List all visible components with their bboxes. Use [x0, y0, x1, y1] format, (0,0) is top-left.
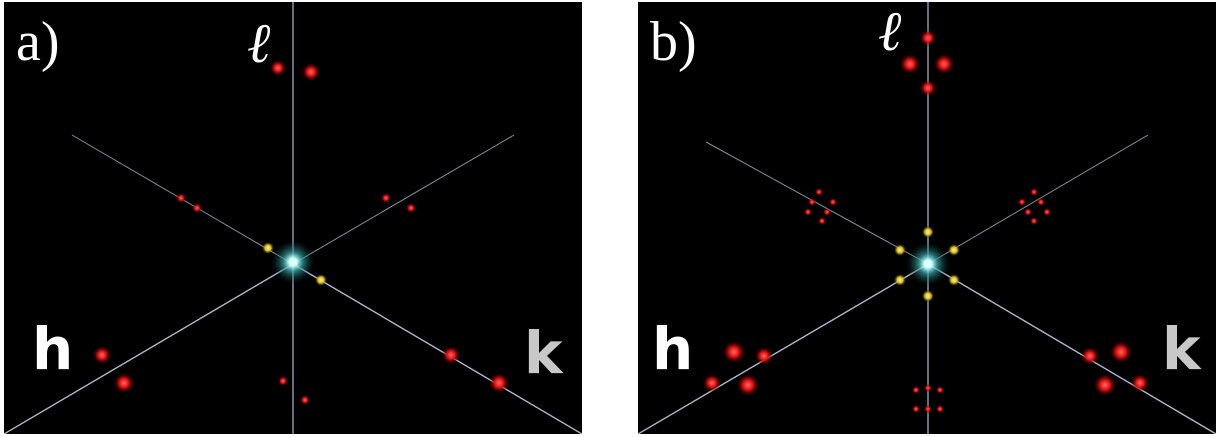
red-spot — [823, 208, 831, 216]
red-spot — [1037, 198, 1045, 206]
red-spot — [936, 405, 944, 413]
center-spot — [271, 240, 315, 284]
red-spot — [1030, 217, 1038, 225]
yellow-spot — [315, 274, 327, 286]
yellow-spot — [948, 274, 960, 286]
axis-h-back — [705, 141, 929, 265]
panel-b-axis-k-label: k — [1162, 315, 1201, 383]
red-spot — [804, 208, 812, 216]
axis-h-segment — [4, 263, 294, 434]
panel-b-axis-h-label: h — [652, 315, 694, 383]
red-spot — [703, 374, 721, 392]
yellow-spot — [894, 244, 906, 256]
yellow-spot — [894, 274, 906, 286]
red-spot — [818, 217, 826, 225]
yellow-spot — [922, 290, 934, 302]
red-spot — [924, 384, 932, 392]
red-spot — [1094, 374, 1116, 396]
red-spot — [381, 193, 391, 203]
red-spot — [1131, 374, 1149, 392]
red-spot — [300, 395, 310, 405]
yellow-spot — [922, 226, 934, 238]
axis-k-segment — [292, 263, 582, 434]
panel-a: a) ℓ h k — [4, 2, 582, 434]
red-spot — [920, 80, 936, 96]
red-spot — [912, 386, 920, 394]
red-spot — [1110, 341, 1132, 363]
red-spot — [815, 188, 823, 196]
red-spot — [442, 346, 460, 364]
red-spot — [912, 405, 920, 413]
red-spot — [934, 54, 954, 74]
red-spot — [406, 203, 416, 213]
red-spot — [489, 373, 509, 393]
red-spot — [114, 373, 134, 393]
red-spot — [1024, 208, 1032, 216]
red-spot — [302, 63, 320, 81]
red-spot — [755, 347, 773, 365]
panel-b-plot — [638, 2, 1216, 434]
red-spot — [1030, 188, 1038, 196]
red-spot — [829, 198, 837, 206]
panel-a-axis-h-label: h — [32, 315, 74, 383]
red-spot — [1043, 208, 1051, 216]
red-spot — [192, 203, 202, 213]
red-spot — [270, 60, 286, 76]
yellow-spot — [948, 244, 960, 256]
panel-b-axis-l-label: ℓ — [878, 2, 902, 63]
red-spot — [808, 198, 816, 206]
red-spot — [924, 405, 932, 413]
red-spot — [920, 30, 936, 46]
panel-a-axis-l-label: ℓ — [247, 13, 271, 75]
red-spot — [176, 193, 186, 203]
yellow-spot — [262, 242, 274, 254]
center-spot — [906, 242, 950, 286]
red-spot — [278, 376, 288, 386]
red-spot — [737, 374, 759, 396]
axis-h-segment — [638, 263, 929, 434]
panel-a-label: a) — [16, 11, 60, 73]
red-spot — [936, 386, 944, 394]
panel-b-label: b) — [650, 11, 697, 73]
panel-a-plot — [4, 2, 582, 434]
panel-b: b) ℓ h k — [638, 2, 1216, 434]
red-spot — [723, 341, 745, 363]
red-spot — [1018, 198, 1026, 206]
panel-a-axis-k-label: k — [524, 319, 563, 387]
axis-k-segment — [927, 263, 1216, 434]
red-spot — [93, 346, 111, 364]
red-spot — [900, 54, 920, 74]
red-spot — [1081, 347, 1099, 365]
axis-k-back — [292, 134, 515, 265]
